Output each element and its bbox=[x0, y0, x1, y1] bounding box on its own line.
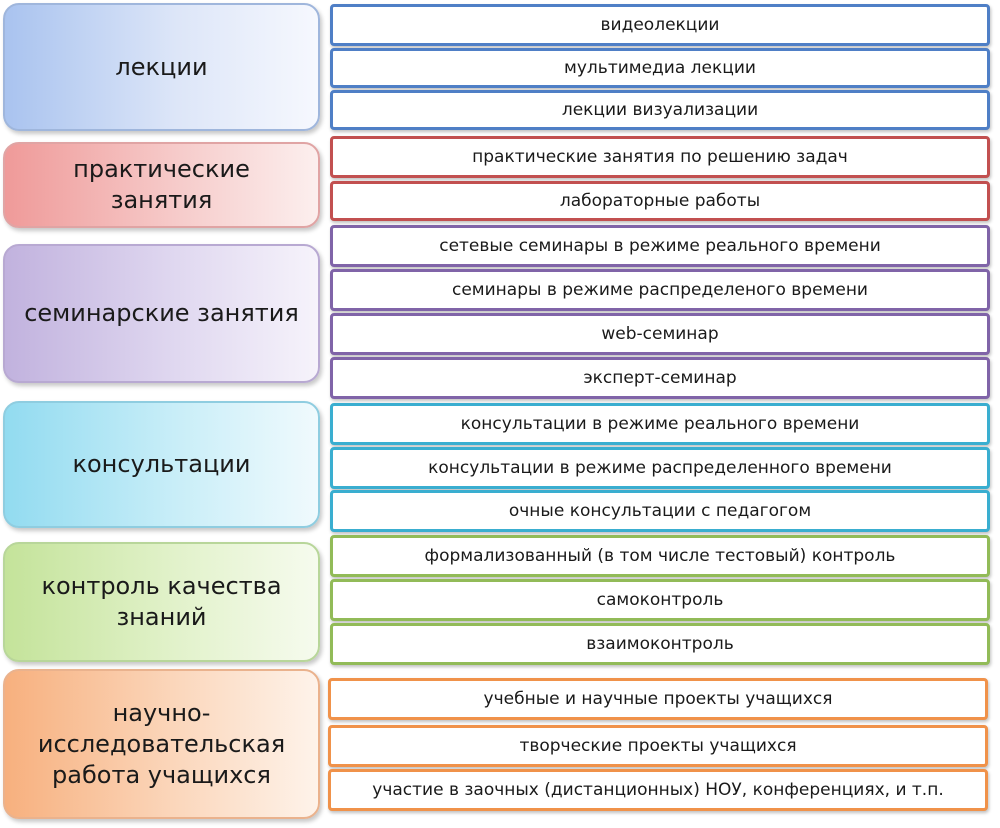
category-knowledge-control: контроль качества знаний bbox=[3, 542, 320, 662]
item-conferences-participation: участие в заочных (дистанционных) НОУ, к… bbox=[328, 769, 988, 811]
item-realtime-network-seminars: сетевые семинары в режиме реального врем… bbox=[330, 225, 990, 267]
category-lectures: лекции bbox=[3, 3, 320, 131]
item-realtime-consultations: консультации в режиме реального времени bbox=[330, 403, 990, 445]
category-research: научно- исследовательская работа учащихс… bbox=[3, 669, 320, 819]
item-mutual-control: взаимоконтроль bbox=[330, 623, 990, 665]
category-practical: практические занятия bbox=[3, 142, 320, 228]
item-student-projects: учебные и научные проекты учащихся bbox=[328, 678, 988, 720]
item-web-seminar: web-семинар bbox=[330, 313, 990, 355]
item-distributed-seminars: семинары в режиме распределеного времени bbox=[330, 269, 990, 311]
item-creative-projects: творческие проекты учащихся bbox=[328, 725, 988, 767]
item-visualization-lectures: лекции визуализации bbox=[330, 90, 990, 130]
item-in-person-consultations: очные консультации с педагогом bbox=[330, 490, 990, 532]
item-problem-solving-practice: практические занятия по решению задач bbox=[330, 136, 990, 178]
item-video-lectures: видеолекции bbox=[330, 4, 990, 46]
item-formal-control: формализованный (в том числе тестовый) к… bbox=[330, 535, 990, 577]
item-self-control: самоконтроль bbox=[330, 579, 990, 621]
category-seminars: семинарские занятия bbox=[3, 244, 320, 383]
item-multimedia-lectures: мультимедиа лекции bbox=[330, 48, 990, 88]
item-lab-works: лабораторные работы bbox=[330, 181, 990, 221]
item-expert-seminar: эксперт-семинар bbox=[330, 357, 990, 399]
item-distributed-consultations: консультации в режиме распределенного вр… bbox=[330, 447, 990, 489]
category-consultations: консультации bbox=[3, 401, 320, 528]
